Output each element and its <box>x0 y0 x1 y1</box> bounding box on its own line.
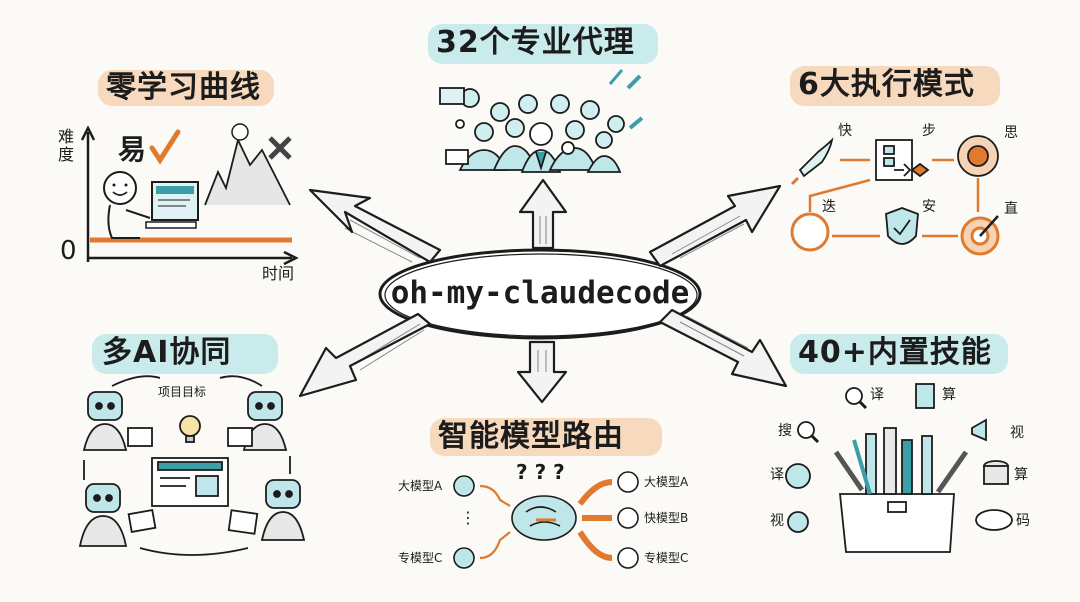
routing-input-a: 大模型A <box>398 479 443 493</box>
multi-ai-graphic <box>78 375 306 556</box>
skills-title: 40+内置技能 <box>798 335 992 370</box>
arrow-down <box>516 340 568 404</box>
multi-ai-title: 多AI协同 <box>102 335 232 370</box>
skill-label-5: 译 <box>770 467 784 483</box>
routing-question-marks: ? ? ? <box>516 460 565 484</box>
skill-label-2: 算 <box>942 387 956 403</box>
zero-label: 0 <box>60 236 77 266</box>
routing-output-a: 大模型A <box>644 475 689 489</box>
modes-graphic <box>790 135 1000 256</box>
skill-label-3: 搜 <box>778 423 792 439</box>
routing-input-dots: ⋮ <box>460 508 476 527</box>
skill-label-6: 算 <box>1014 467 1028 483</box>
routing-graphic <box>453 471 639 569</box>
easy-label: 易 <box>118 133 147 166</box>
mode-label-fast: 快 <box>838 123 852 139</box>
mode-label-iterate: 迭 <box>822 199 836 215</box>
skill-label-7: 视 <box>770 513 784 529</box>
agents-graphic <box>439 69 644 173</box>
skills-graphic <box>785 383 1013 553</box>
y-axis-label: 难度 <box>58 127 75 164</box>
arrow-up-right <box>648 184 782 268</box>
learning-curve-graphic <box>80 123 299 266</box>
x-axis-label: 时间 <box>262 264 295 283</box>
skill-label-1: 译 <box>870 387 884 403</box>
learning-curve-title: 零学习曲线 <box>106 70 261 105</box>
mode-label-safe: 安 <box>922 199 936 215</box>
center-label: oh-my-claudecode <box>390 275 690 311</box>
mode-label-think: 思 <box>1004 125 1018 141</box>
project-goal-label: 项目目标 <box>158 385 207 399</box>
mode-label-direct: 直 <box>1004 201 1018 217</box>
arrow-up-left <box>308 188 442 264</box>
mode-label-step: 步 <box>922 123 936 139</box>
routing-output-c: 专模型C <box>644 551 689 565</box>
arrow-down-left <box>298 312 432 398</box>
center-ellipse <box>378 248 702 340</box>
skill-label-8: 码 <box>1016 513 1030 529</box>
arrow-up <box>518 178 568 250</box>
skill-label-4: 视 <box>1010 425 1024 441</box>
arrow-down-right <box>658 308 788 388</box>
routing-input-c: 专模型C <box>398 551 443 565</box>
routing-output-b: 快模型B <box>644 511 689 525</box>
routing-title: 智能模型路由 <box>438 419 624 454</box>
agents-title: 32个专业代理 <box>436 25 635 60</box>
modes-title: 6大执行模式 <box>798 67 975 102</box>
